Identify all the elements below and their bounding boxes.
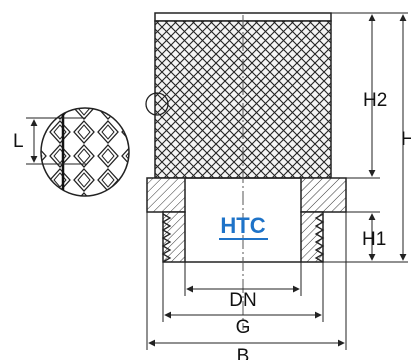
dim-label-h2: H2 — [363, 90, 387, 111]
htc-logo: HTC — [219, 213, 268, 240]
right-flange-section — [300, 177, 347, 213]
left-thread-teeth — [161, 213, 172, 263]
right-thread-teeth — [314, 213, 325, 263]
detail-view: L — [13, 107, 130, 197]
dim-label-dn: DN — [229, 290, 256, 311]
dim-label-h1: H1 — [362, 229, 386, 250]
horizontal-dimensions: DN G B — [146, 212, 347, 360]
dim-label-b: B — [237, 346, 250, 360]
threaded-fitting — [146, 177, 347, 263]
left-flange-section — [146, 177, 186, 213]
dim-label-g: G — [236, 317, 251, 338]
dim-label-l: L — [13, 131, 24, 152]
dim-label-h: H — [401, 129, 411, 150]
logo-text: HTC — [220, 213, 265, 238]
detail-marker-circle — [145, 92, 169, 116]
detail-circle — [40, 107, 130, 197]
vertical-dimensions: H2 H1 H — [323, 12, 411, 263]
